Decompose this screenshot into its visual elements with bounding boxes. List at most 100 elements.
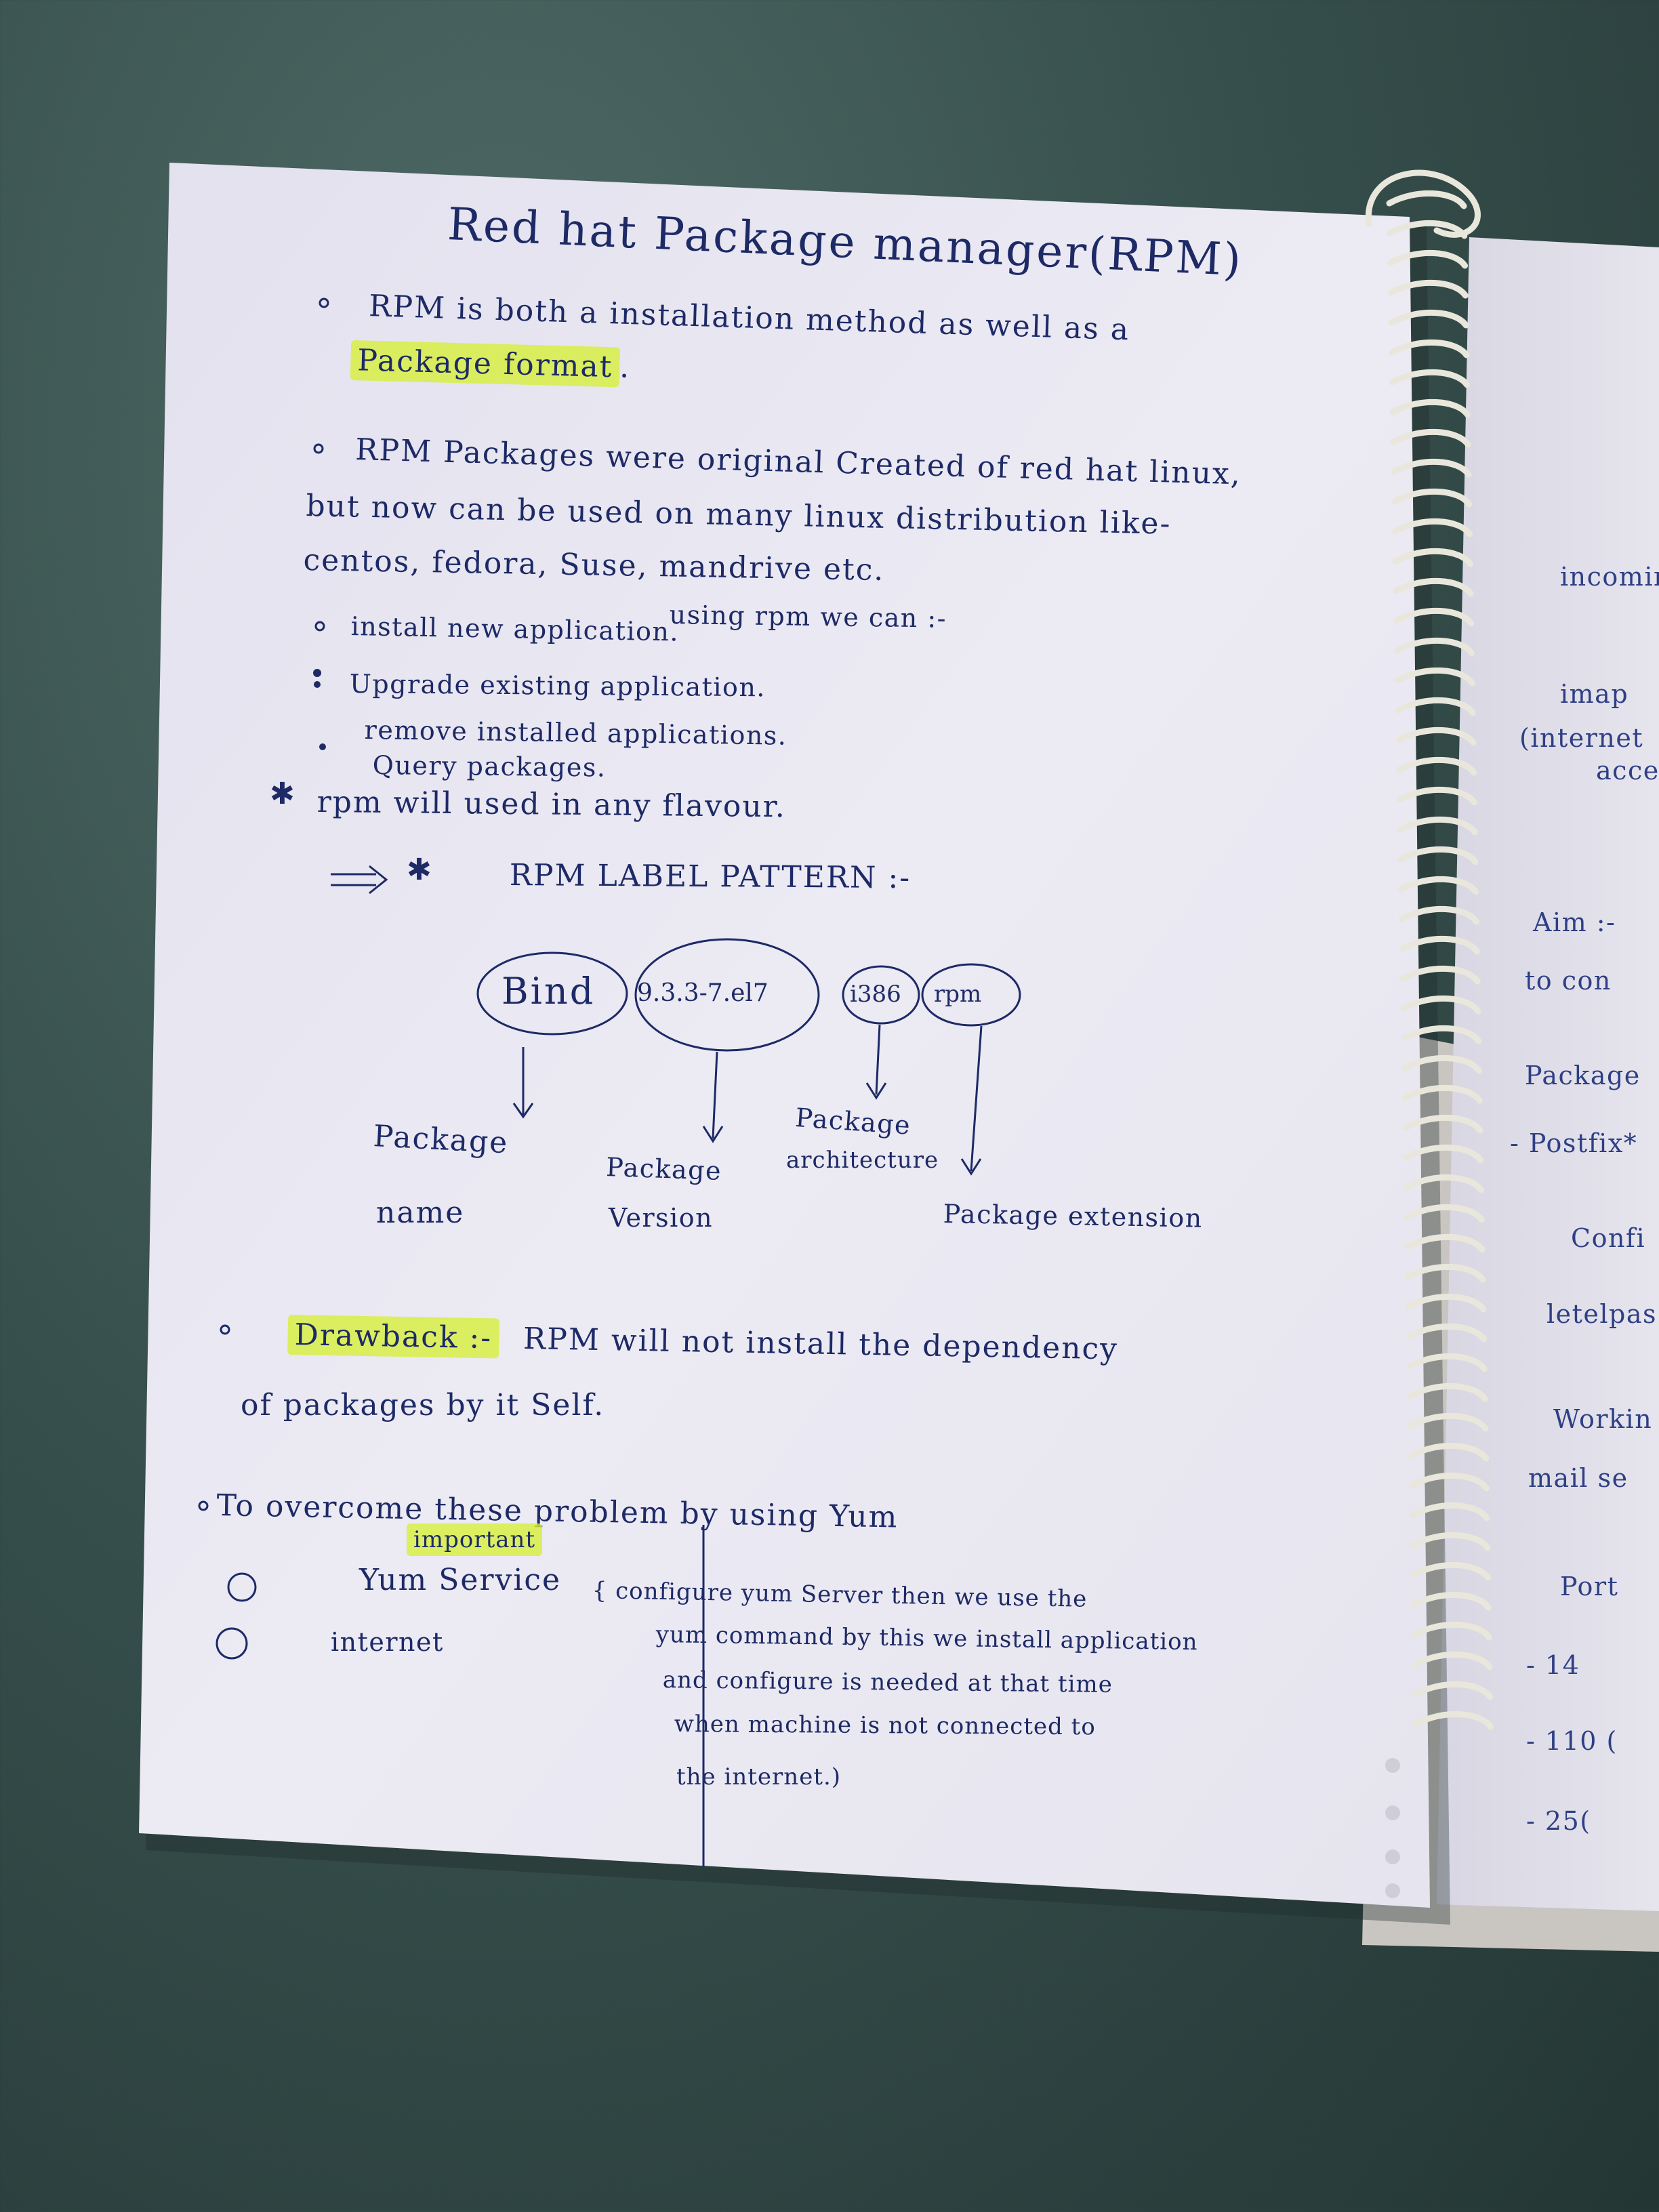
important-note: important (407, 1523, 543, 1556)
can-item-4: Query packages. (372, 750, 607, 783)
spiral-coil (1401, 1084, 1483, 1104)
facing-frag-7: Package (1525, 1061, 1641, 1090)
spiral-coil (1410, 1561, 1492, 1581)
spiral-coil (1392, 518, 1473, 537)
spiral-coil (1390, 428, 1471, 448)
spiral-coil (1403, 1144, 1484, 1164)
spiral-coil (1397, 816, 1478, 836)
spiral-coil (1408, 1472, 1490, 1492)
spiral-coil (1405, 1263, 1486, 1283)
page-holes (1385, 1758, 1400, 1898)
label-part-name: Bind (501, 970, 596, 1012)
using-rpm-line: using rpm we can :- (669, 600, 947, 634)
spiral-coil (1399, 965, 1481, 985)
option-1: Yum Service (359, 1563, 562, 1597)
spiral-coil (1410, 1532, 1491, 1551)
spiral-coil (1386, 190, 1467, 209)
star-mark: ✱ (270, 777, 296, 811)
spiral-coil (1389, 369, 1471, 388)
facing-frag-3: (internet (1519, 723, 1644, 753)
label-arrows (512, 1024, 983, 1176)
spiral-coil (1387, 279, 1469, 299)
label-name-2: name (376, 1195, 465, 1230)
spiral-coil (1401, 1054, 1482, 1074)
spiral-coil (1396, 756, 1477, 776)
spiral-coil (1387, 249, 1469, 269)
config-line-3: and configure is needed at that time (662, 1666, 1113, 1698)
spiral-coil (1404, 1204, 1485, 1223)
label-name-1: Package (372, 1119, 510, 1161)
spiral-coil (1406, 1293, 1487, 1313)
spiral-coil (1395, 726, 1477, 746)
spiral-coil (1400, 995, 1481, 1015)
facing-page (1437, 237, 1659, 1911)
label-ext: Package extension (943, 1199, 1204, 1233)
option-2: internet (331, 1627, 444, 1657)
drawback-label: Drawback :- (287, 1315, 499, 1359)
spiral-coil (1394, 667, 1475, 687)
label-arch-2: architecture (786, 1147, 939, 1174)
label-version-1: Package (605, 1152, 722, 1186)
spiral-coil (1412, 1681, 1494, 1700)
facing-frag-6: to con (1525, 966, 1612, 996)
spiral-coil (1408, 1442, 1490, 1462)
spiral-coil (1395, 697, 1476, 716)
bullet-dots (198, 298, 329, 1511)
oval-arch (842, 965, 920, 1025)
oval-ext (921, 963, 1021, 1027)
spiral-coil (1388, 309, 1469, 329)
facing-frag-8: - Postfix* (1510, 1128, 1638, 1158)
facing-frag-4: acce (1596, 756, 1659, 785)
important-highlight: important (407, 1523, 543, 1556)
facing-frag-1: incomin (1560, 562, 1659, 592)
spiral-coil (1399, 905, 1480, 925)
spiral-coil (1413, 1711, 1494, 1730)
spiral-coil (1412, 1651, 1493, 1671)
spiral-coil (1397, 846, 1479, 865)
spiral-coil (1397, 786, 1478, 806)
config-line-2: yum command by this we install applicati… (655, 1621, 1198, 1656)
facing-frag-9: Confi (1571, 1223, 1646, 1253)
arrow-mark (331, 865, 388, 895)
label-part-ext: rpm (934, 981, 982, 1008)
spiral-binding (1365, 169, 1494, 1730)
can-item-3: remove installed applications. (364, 715, 787, 751)
facing-frag-11: Workin (1553, 1404, 1653, 1434)
oval-name (476, 951, 628, 1036)
spiral-coil (1393, 607, 1475, 627)
number-circles (216, 1572, 257, 1660)
spiral-coil (1411, 1621, 1492, 1641)
label-arch-1: Package (794, 1103, 912, 1141)
package-format-highlight: Package format (350, 340, 621, 388)
spiral-coil (1406, 1323, 1487, 1343)
label-part-version: 9.3.3-7.el7 (637, 979, 769, 1007)
spiral-coil (1389, 339, 1470, 359)
spiral-coil (1389, 398, 1471, 418)
spiral-coil (1407, 1382, 1488, 1402)
spiral-coil (1406, 1353, 1488, 1372)
label-part-arch: i386 (850, 981, 901, 1008)
facing-frag-2: imap (1560, 679, 1629, 709)
spiral-coil (1410, 1591, 1492, 1611)
can-item-1: install new application. (350, 611, 680, 647)
spiral-coil (1391, 488, 1473, 508)
spiral-coil (1402, 1114, 1483, 1134)
label-heading: RPM LABEL PATTERN :- (509, 858, 912, 896)
spiral-coil (1393, 577, 1474, 597)
spiral-coil (1399, 935, 1480, 955)
spiral-coil (1394, 637, 1475, 657)
config-line-4: when machine is not connected to (674, 1711, 1096, 1741)
para1-tail: . (619, 350, 632, 385)
label-star: ✱ (407, 853, 433, 887)
flavour-note: rpm will used in any flavour. (316, 785, 787, 825)
spiral-coil (1401, 1025, 1482, 1044)
facing-frag-14: - 14 (1526, 1650, 1580, 1680)
spiral-top-loop (1365, 169, 1481, 238)
oval-version (634, 938, 820, 1052)
facing-frag-5: Aim :- (1533, 907, 1616, 937)
label-version-2: Version (609, 1203, 714, 1233)
config-line-5: the internet.) (676, 1763, 842, 1790)
label-ovals (476, 938, 1021, 1052)
